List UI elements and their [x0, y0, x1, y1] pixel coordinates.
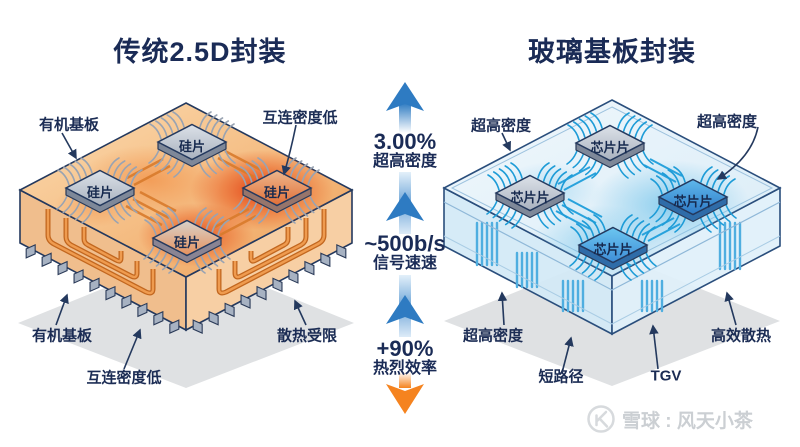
metric-signal-label: 信号速速 [372, 255, 437, 272]
right-panel-title: 玻璃基板封装 [528, 37, 696, 67]
chip-label: 硅片 [87, 185, 113, 200]
chip: 硅片 [233, 157, 321, 224]
chip: 硅片 [148, 111, 236, 178]
watermark-text: 雪球 : 风天小茶 [622, 410, 753, 432]
label-limited-cooling: 散热受限 [276, 327, 338, 345]
label-ultra-density-top-right: 超高密度 [696, 113, 758, 131]
traditional-package-illustration: 硅片硅片硅片硅片 [18, 102, 354, 388]
glass-package-illustration: 芯片片芯片片芯片片芯片片 [442, 99, 782, 386]
label-short-path: 短路径 [538, 368, 584, 386]
leader-arrows [55, 124, 307, 370]
metric-density-value: 3.00% [373, 129, 437, 154]
leader-arrows [497, 126, 759, 370]
label-ultra-density-bottom: 超高密度 [462, 327, 524, 345]
label-efficient-cooling: 高效散热 [710, 327, 772, 345]
metric-thermal-value: +90% [376, 336, 434, 361]
label-ultra-density-top-left: 超高密度 [470, 117, 532, 135]
label-organic-substrate-top: 有机基板 [38, 116, 100, 134]
chip: 芯片片 [486, 162, 574, 229]
label-tgv: TGV [650, 367, 682, 385]
package-pins [192, 244, 347, 334]
chip-label: 芯片片 [510, 190, 549, 205]
chip: 芯片片 [566, 112, 654, 179]
glass-seam-line [443, 201, 781, 291]
comparison-arrows [386, 82, 424, 414]
label-low-density-top: 互连密度低 [262, 109, 338, 127]
label-organic-substrate-bottom: 有机基板 [31, 327, 93, 345]
metric-density-label: 超高密度 [372, 153, 437, 170]
chip: 硅片 [143, 207, 231, 274]
chip-label: 芯片片 [593, 242, 632, 257]
xueqiu-logo-icon [587, 405, 615, 433]
label-low-density-bottom: 互连密度低 [86, 369, 162, 387]
chip-label: 硅片 [179, 139, 205, 154]
up-arrow-thermal [386, 275, 424, 337]
glass-bottom-line [443, 235, 781, 325]
metric-signal-value: ~500b/s [364, 231, 446, 256]
up-arrow-density [386, 82, 424, 133]
chip-label: 芯片片 [673, 194, 712, 209]
chip: 硅片 [56, 157, 144, 224]
side-trace-loops [45, 209, 327, 296]
left-panel-title: 传统2.5D封装 [113, 37, 287, 67]
chip-label: 芯片片 [590, 140, 629, 155]
watermark: 雪球 : 风天小茶 [586, 404, 753, 434]
chip: 芯片片 [569, 214, 657, 281]
up-arrow-signal [386, 172, 424, 234]
chip-label: 硅片 [264, 185, 290, 200]
chip-label: 硅片 [174, 235, 200, 250]
chip: 芯片片 [649, 166, 737, 233]
down-arrow-orange [386, 372, 424, 414]
package-pins [25, 244, 180, 334]
metric-thermal-label: 热烈效率 [372, 360, 437, 377]
